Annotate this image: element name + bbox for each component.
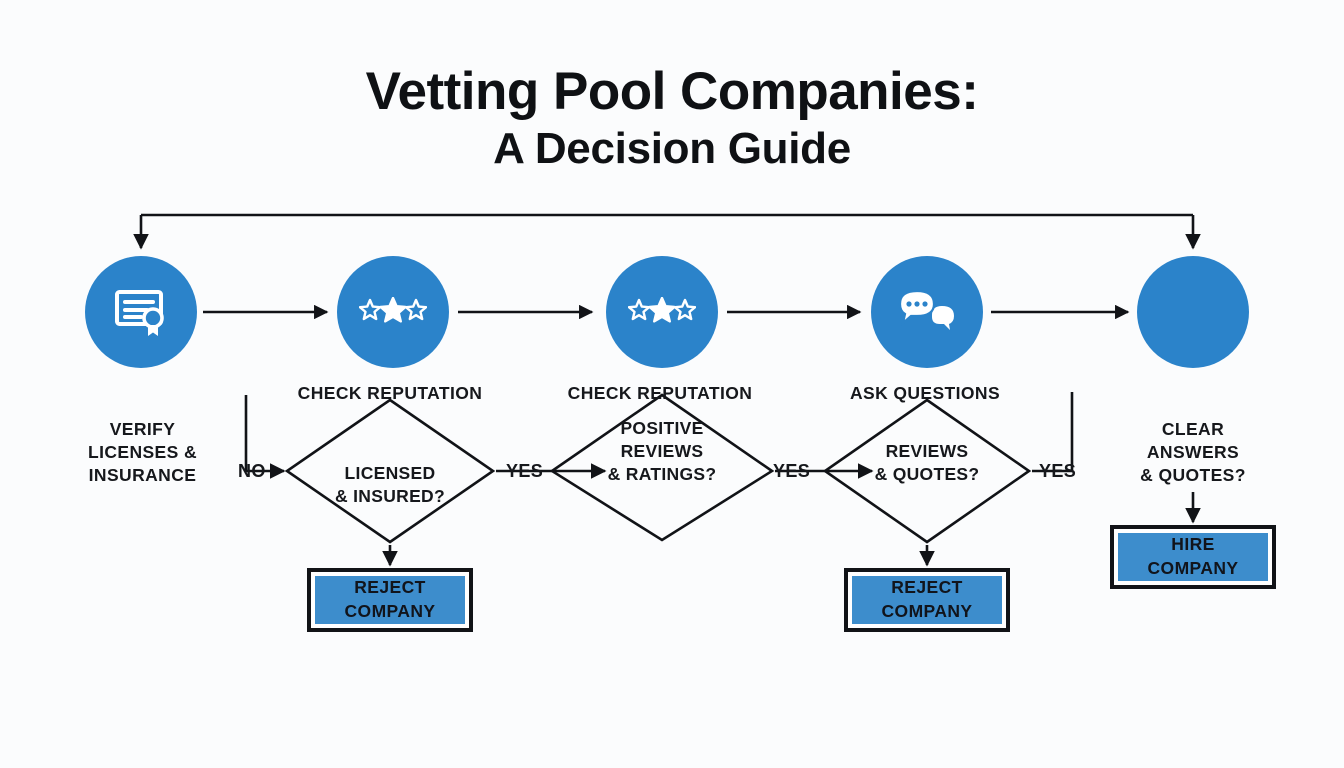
decision-label-positive-reviews: POSITIVE REVIEWS & RATINGS?	[607, 418, 717, 485]
decision-label-licensed-insured: LICENSED & INSURED?	[335, 463, 445, 507]
top-return-rail	[133, 213, 1201, 250]
terminal-label: HIRE COMPANY	[1147, 534, 1239, 578]
decision-licensed-insured-shape	[284, 398, 496, 544]
stage-node-ask-questions[interactable]	[871, 256, 983, 368]
stage-node-check-reputation-2[interactable]	[606, 256, 718, 368]
stage-caption-clear-answers: CLEAR ANSWERS & QUOTES?	[1140, 419, 1246, 486]
star-rating-icon	[628, 297, 696, 327]
title-line-2: A Decision Guide	[493, 124, 851, 174]
stage-caption-check-reputation-2: CHECK REPUTATION	[567, 383, 753, 403]
certificate-icon	[113, 287, 169, 337]
stage-caption-ask-questions: ASK QUESTIONS	[849, 383, 1001, 403]
edge-yes-3-path	[1032, 392, 1074, 473]
stage-node-verify-licenses[interactable]	[85, 256, 197, 368]
edge-label-yes-1: YES	[506, 461, 544, 481]
terminal-reject-company-2[interactable]: REJECT COMPANY	[844, 568, 1010, 632]
page-title: Vetting Pool Companies: A Decision Guide	[0, 62, 1344, 176]
terminal-hire-company[interactable]: HIRE COMPANY	[1110, 525, 1276, 589]
chat-bubbles-icon	[898, 288, 956, 336]
stage-caption-verify-licenses: VERIFY LICENSES & INSURANCE	[87, 419, 198, 486]
edge-no-1-path	[244, 395, 286, 479]
star-rating-icon	[359, 297, 427, 327]
terminal-label: REJECT COMPANY	[344, 577, 436, 621]
terminal-label: REJECT COMPANY	[881, 577, 973, 621]
edge-label-yes-2: YES	[773, 461, 811, 481]
decision-reviews-quotes-shape	[822, 398, 1032, 544]
stage-node-check-reputation-1[interactable]	[337, 256, 449, 368]
decision-positive-reviews-shape	[549, 393, 775, 542]
stage-node-clear-answers[interactable]	[1137, 256, 1249, 368]
decision-label-reviews-quotes: REVIEWS & QUOTES?	[874, 441, 980, 485]
edge-label-yes-3: YES	[1039, 461, 1077, 481]
stage-caption-check-reputation-1: CHECK REPUTATION	[297, 383, 483, 403]
title-line-1: Vetting Pool Companies:	[365, 62, 979, 121]
edge-label-no-1: NO	[238, 461, 266, 481]
terminal-reject-company-1[interactable]: REJECT COMPANY	[307, 568, 473, 632]
